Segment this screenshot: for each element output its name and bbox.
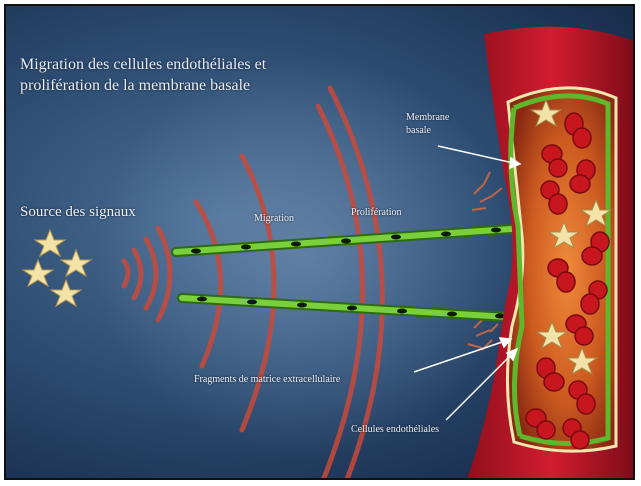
label-migration: Migration bbox=[254, 213, 294, 224]
label-endothelial-cells: Cellules endothéliales bbox=[351, 424, 439, 435]
label-basement-membrane: Membrane basale bbox=[406, 111, 466, 137]
star-icon bbox=[51, 280, 81, 306]
diagram-title: Migration des cellules endothéliales et … bbox=[20, 54, 310, 96]
signal-source-stars bbox=[23, 230, 91, 306]
label-proliferation: Prolifération bbox=[351, 207, 402, 218]
label-matrix-fragments: Fragments de matrice extracellulaire bbox=[194, 374, 340, 385]
star-icon bbox=[61, 250, 91, 276]
label-signal-source: Source des signaux bbox=[20, 204, 136, 221]
star-icon bbox=[23, 260, 53, 286]
illustration-frame: Migration des cellules endothéliales et … bbox=[4, 4, 635, 480]
star-icon bbox=[35, 230, 65, 256]
